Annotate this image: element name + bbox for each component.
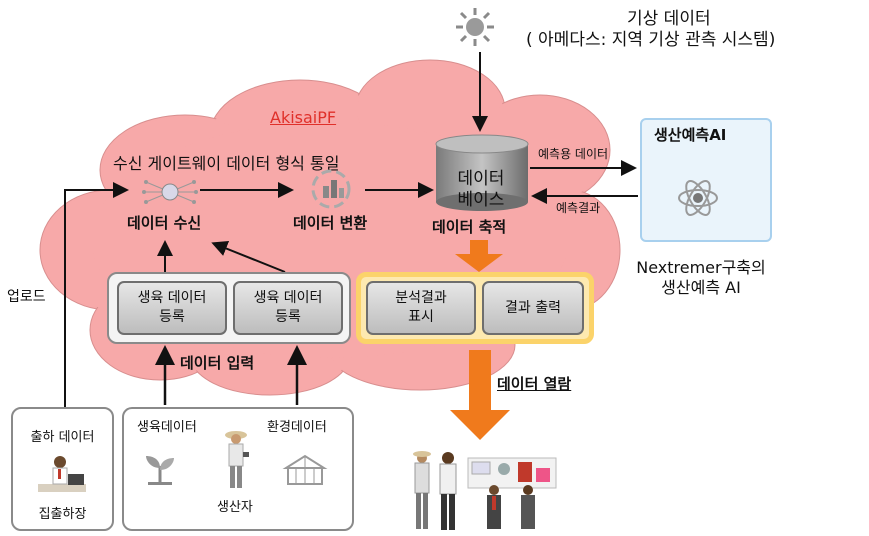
shipping-place: 집출하장 bbox=[38, 507, 87, 522]
sprout-icon bbox=[146, 456, 174, 485]
growth-register-2-line1: 생육 데이터 bbox=[253, 290, 323, 306]
ai-caption-line2: 생산예측 AI bbox=[661, 278, 741, 297]
people-viewing-icon bbox=[413, 451, 457, 530]
result-output-label: 결과 출력 bbox=[505, 299, 561, 316]
env-data-label: 환경데이터 bbox=[267, 420, 327, 435]
dashboard-viewers-icon bbox=[467, 457, 557, 529]
sun-icon bbox=[456, 8, 494, 46]
office-worker-icon bbox=[38, 456, 86, 492]
ai-title: 생산예측AI bbox=[654, 126, 727, 144]
farmer-icon bbox=[225, 431, 249, 488]
upload-label: 업로드 bbox=[7, 289, 46, 305]
data-convert-icon bbox=[311, 169, 351, 209]
growth-register-1-line1: 생육 데이터 bbox=[137, 290, 207, 306]
gateway-caption: 수신 게이트웨이 데이터 형식 통일 bbox=[113, 154, 340, 173]
arrow-view bbox=[450, 350, 510, 440]
database-line1: 데이터 bbox=[457, 169, 505, 189]
analysis-line1: 분석결과 bbox=[395, 290, 447, 306]
database-icon bbox=[435, 134, 529, 211]
view-label: 데이터 열람 bbox=[497, 375, 572, 393]
shipping-title: 출하 데이터 bbox=[30, 430, 95, 445]
growth-register-1-line2: 등록 bbox=[159, 309, 185, 325]
ai-box[interactable] bbox=[640, 118, 772, 242]
platform-name: AkisaiPF bbox=[270, 108, 337, 127]
store-label: 데이터 축적 bbox=[432, 218, 507, 236]
convert-label: 데이터 변환 bbox=[293, 214, 368, 232]
forecast-data-label: 예측용 데이터 bbox=[538, 147, 609, 161]
ai-caption-line1: Nextremer구축의 bbox=[636, 258, 766, 277]
arrow-upload bbox=[64, 182, 129, 410]
data-receive-icon bbox=[142, 180, 198, 204]
result-output-box[interactable]: 결과 출력 bbox=[482, 281, 584, 335]
producer-label: 생산자 bbox=[217, 500, 253, 515]
greenhouse-icon bbox=[282, 454, 328, 485]
growth-data-label: 생육데이터 bbox=[137, 420, 197, 435]
input-label: 데이터 입력 bbox=[180, 354, 255, 372]
weather-title: 기상 데이터 bbox=[627, 9, 711, 29]
growth-register-2-line2: 등록 bbox=[275, 309, 301, 325]
analysis-line2: 표시 bbox=[408, 309, 434, 325]
arrow-store-to-output bbox=[455, 240, 503, 272]
database-line2: 베이스 bbox=[457, 190, 505, 210]
atom-icon bbox=[678, 180, 718, 216]
receive-label: 데이터 수신 bbox=[127, 214, 202, 232]
weather-subtitle: ( 아메다스: 지역 기상 관측 시스템) bbox=[526, 30, 776, 50]
arrow-reg2-up bbox=[211, 241, 286, 273]
forecast-result-label: 예측결과 bbox=[556, 201, 601, 215]
